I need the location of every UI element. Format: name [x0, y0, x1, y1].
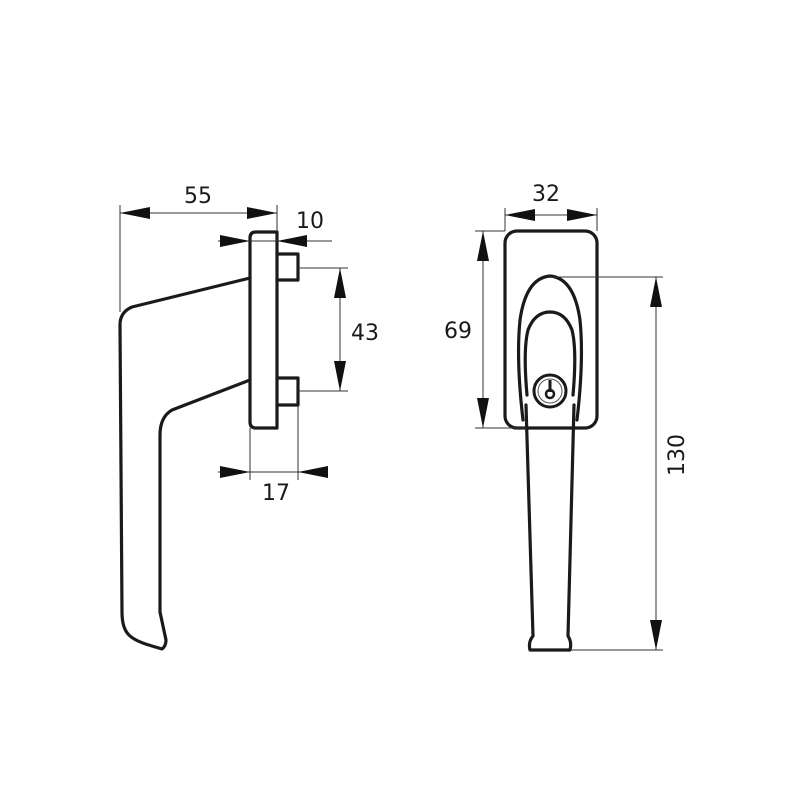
handle-lever	[524, 403, 576, 652]
arrow-icon	[334, 268, 346, 298]
arrow-icon	[505, 209, 535, 221]
spindle-bottom	[275, 376, 300, 407]
arrow-icon	[477, 231, 489, 261]
arrow-icon	[334, 361, 346, 391]
dim-label-17: 17	[262, 481, 290, 506]
arrow-icon	[650, 277, 662, 307]
dim-label-32: 32	[532, 182, 560, 207]
dim-label-43: 43	[351, 321, 379, 346]
side-view: 55 10 43 17	[118, 184, 379, 651]
dim-label-130: 130	[665, 434, 690, 476]
rosette	[503, 229, 599, 430]
handle-neck-outer	[516, 274, 584, 422]
arrow-icon	[567, 209, 597, 221]
arrow-icon	[650, 620, 662, 650]
keyhole-dot	[544, 388, 556, 400]
spindle-top	[275, 252, 300, 282]
arrow-icon	[298, 466, 328, 478]
handle-profile	[118, 276, 252, 651]
dim-label-55: 55	[184, 184, 212, 209]
arrow-icon	[277, 235, 307, 247]
arrow-icon	[220, 466, 250, 478]
front-view: 32 69 130	[444, 182, 690, 652]
base-plate	[248, 230, 279, 430]
arrow-icon	[120, 207, 150, 219]
dim-label-10: 10	[296, 209, 324, 234]
arrow-icon	[247, 207, 277, 219]
dim-label-69: 69	[444, 319, 472, 344]
handle-neck-inner	[523, 310, 577, 397]
arrow-icon	[220, 235, 250, 247]
lock-cylinder-ring	[537, 378, 563, 404]
arrow-icon	[477, 398, 489, 428]
